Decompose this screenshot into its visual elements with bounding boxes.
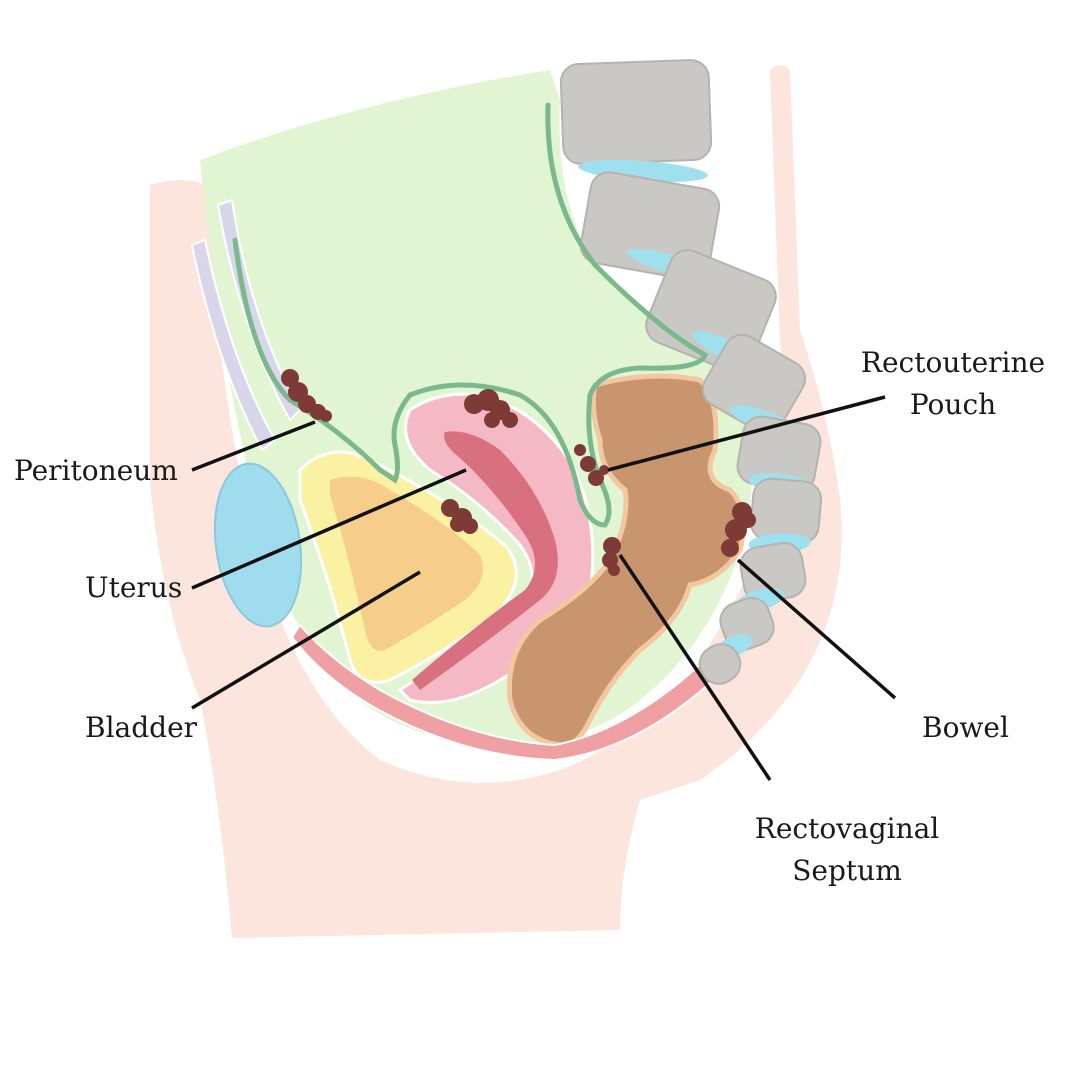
leader-bowel xyxy=(736,558,897,700)
vertebra xyxy=(698,643,742,685)
lesion-spot xyxy=(450,516,466,532)
leader-peritoneum xyxy=(191,420,316,472)
lesion-spot xyxy=(580,456,596,472)
lesion-spot xyxy=(721,539,739,557)
lesion-spot xyxy=(599,465,609,475)
lesion-spot xyxy=(502,412,518,428)
label-bladder: Bladder xyxy=(85,711,198,744)
ligament-band xyxy=(190,238,277,452)
lesion-spot xyxy=(484,412,500,428)
lesion-spot xyxy=(608,564,620,576)
leader-uterus xyxy=(191,468,467,590)
label-uterus: Uterus xyxy=(85,571,183,604)
uterus-cavity xyxy=(412,431,558,690)
label-rectovaginal-line1: Rectovaginal xyxy=(754,812,940,845)
lesion-spot xyxy=(740,512,756,528)
vertebra xyxy=(559,59,713,165)
leader-bladder xyxy=(191,570,421,710)
lesion-spot xyxy=(603,537,621,555)
lesion-spot xyxy=(588,470,604,486)
spine xyxy=(559,59,823,685)
lesion-spot xyxy=(574,444,586,456)
peritoneum-line xyxy=(232,102,709,528)
label-peritoneum: Peritoneum xyxy=(14,454,178,487)
label-rectouterine-pouch: Rectouterine Pouch xyxy=(858,342,1048,426)
label-rectovaginal-septum: Rectovaginal Septum xyxy=(752,808,942,892)
bladder-inner xyxy=(330,476,483,651)
leader-rectouterine xyxy=(607,395,886,472)
lesion-spot xyxy=(281,369,299,387)
label-rectouterine-line2: Pouch xyxy=(909,388,997,421)
vertebra xyxy=(701,333,807,435)
label-bowel: Bowel xyxy=(922,711,1009,744)
label-rectouterine-line1: Rectouterine xyxy=(860,346,1046,379)
lesion-spot xyxy=(320,410,332,422)
label-rectovaginal-line2: Septum xyxy=(792,854,902,887)
body-silhouette xyxy=(150,65,842,938)
pubic-bone xyxy=(213,462,303,628)
endometriosis-lesions xyxy=(281,369,756,576)
bowel-shape xyxy=(506,373,746,749)
leader-rectovaginal xyxy=(618,554,772,781)
leader-lines xyxy=(191,395,897,781)
lesion-spot xyxy=(462,518,478,534)
